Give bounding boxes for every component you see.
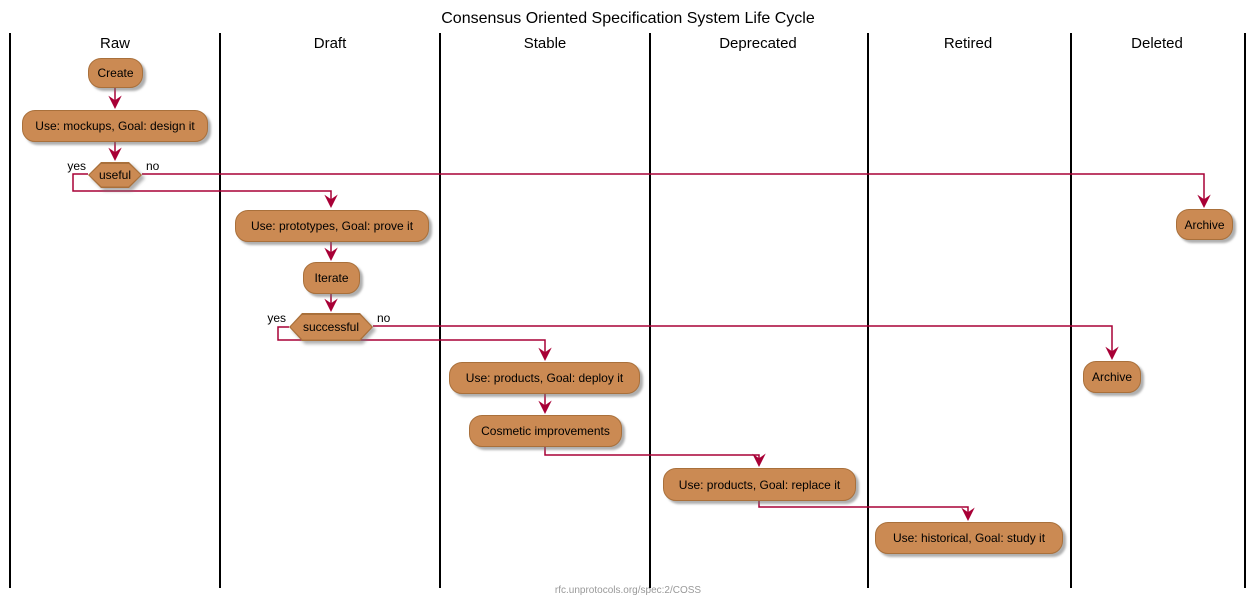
successful-yes-label: yes bbox=[267, 311, 286, 325]
activity-node-create: Create bbox=[88, 58, 143, 88]
arrow-useful-yes-to-prototypes bbox=[72, 173, 338, 209]
lane-dividers bbox=[9, 33, 1246, 588]
activity-node-archive-1: Archive bbox=[1176, 209, 1233, 240]
lane-header-deleted: Deleted bbox=[1131, 35, 1183, 52]
useful-no-label: no bbox=[146, 159, 160, 173]
lane-header-draft: Draft bbox=[313, 35, 347, 52]
useful-yes-label: yes bbox=[67, 159, 86, 173]
arrow-useful-no-to-archive bbox=[142, 173, 1211, 209]
arrow-successful-no-to-archive bbox=[373, 325, 1119, 361]
decision-useful: useful bbox=[88, 162, 142, 188]
activity-node-deploy: Use: products, Goal: deploy it bbox=[449, 362, 640, 394]
lane-header-stable: Stable bbox=[523, 35, 567, 52]
arrow-cosmetic-to-replace bbox=[544, 447, 766, 468]
decision-successful-fill bbox=[291, 315, 372, 340]
arrow-successful-yes-to-deploy bbox=[277, 326, 552, 362]
decision-useful-label: useful bbox=[98, 168, 132, 182]
activity-node-mockups: Use: mockups, Goal: design it bbox=[22, 110, 208, 142]
activity-node-study: Use: historical, Goal: study it bbox=[875, 522, 1063, 554]
decision-useful-fill bbox=[90, 164, 141, 187]
activity-node-replace: Use: products, Goal: replace it bbox=[663, 468, 856, 501]
arrow-replace-to-study bbox=[758, 501, 975, 522]
lane-header-raw: Raw bbox=[99, 35, 131, 52]
activity-node-cosmetic: Cosmetic improvements bbox=[469, 415, 622, 447]
decision-successful: successful bbox=[289, 313, 373, 341]
lane-header-retired: Retired bbox=[943, 35, 993, 52]
footer-caption: rfc.unprotocols.org/spec:2/COSS bbox=[554, 585, 702, 596]
activity-node-archive-2: Archive bbox=[1083, 361, 1141, 393]
successful-no-label: no bbox=[377, 311, 391, 325]
activity-node-iterate: Iterate bbox=[303, 262, 360, 294]
activity-node-prototypes: Use: prototypes, Goal: prove it bbox=[235, 210, 429, 242]
diagram-title: Consensus Oriented Specification System … bbox=[441, 10, 815, 27]
lane-header-deprecated: Deprecated bbox=[719, 35, 797, 52]
decision-successful-label: successful bbox=[302, 320, 360, 334]
flow-arrows bbox=[72, 88, 1211, 522]
